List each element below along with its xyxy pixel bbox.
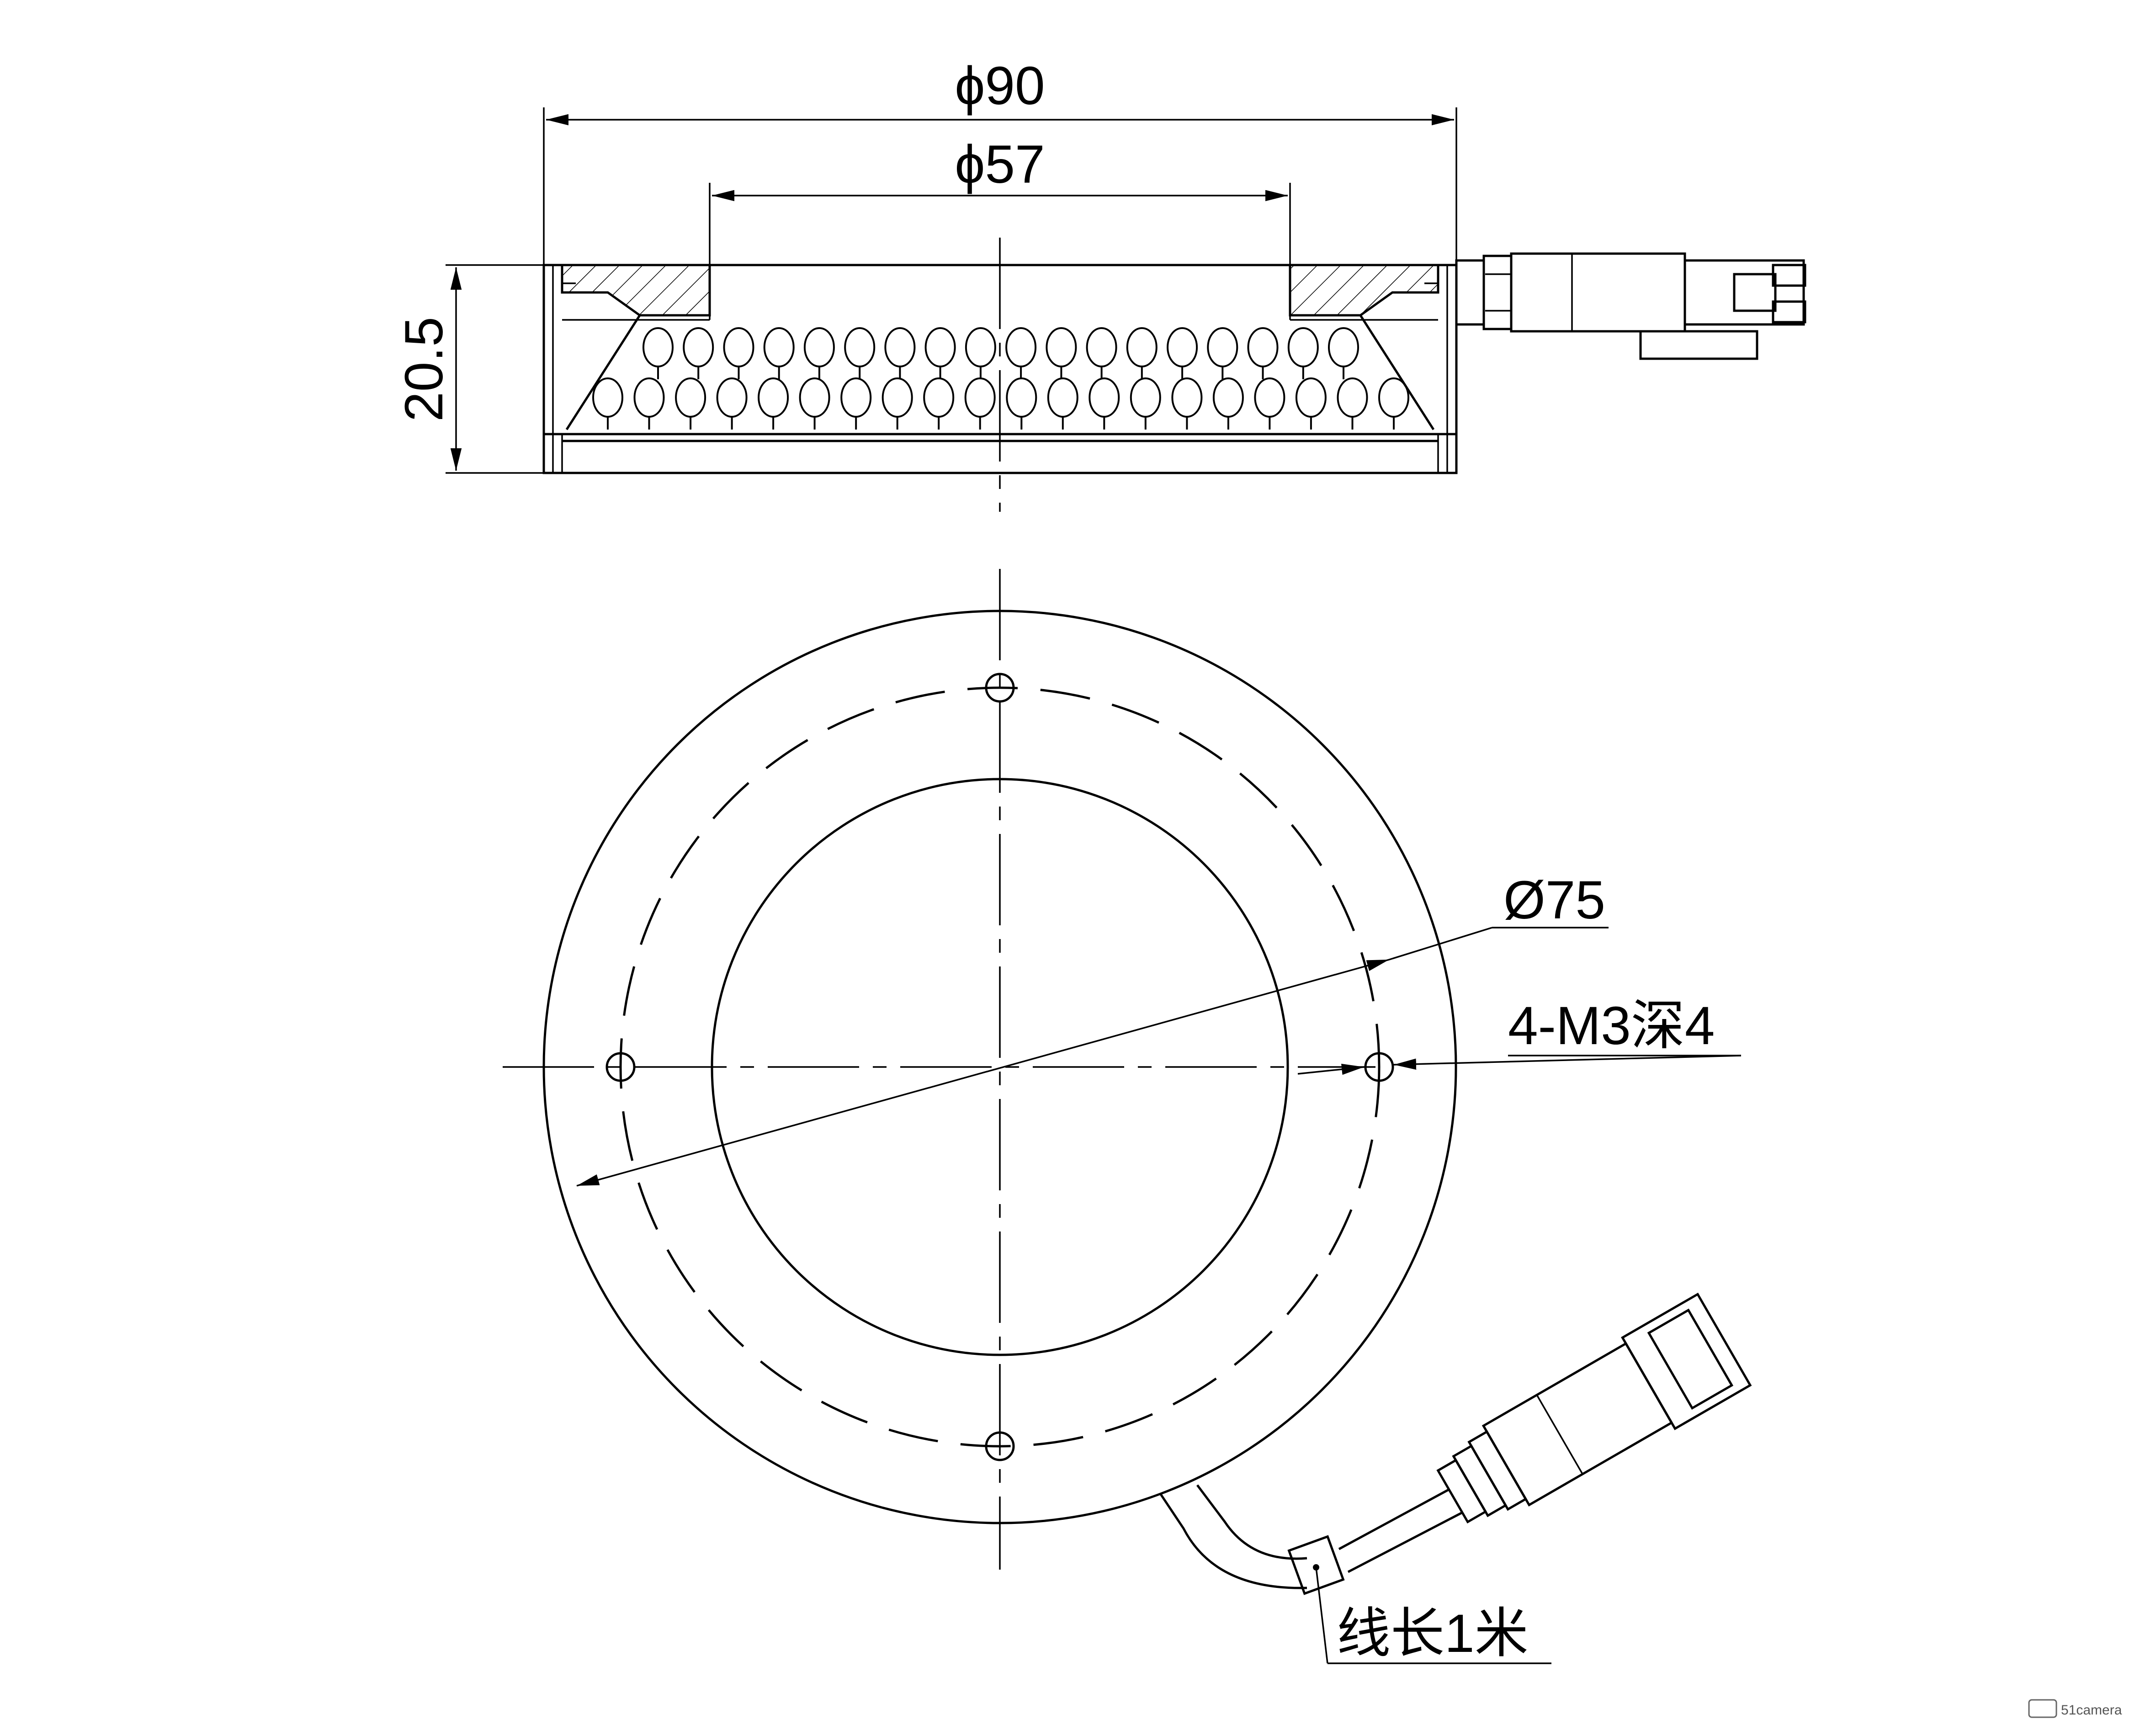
led (923, 377, 955, 418)
mount-hole-bottom (985, 1431, 1015, 1461)
led (1171, 377, 1203, 418)
inner-diameter-label: ϕ57 (955, 134, 1045, 195)
led (1328, 327, 1359, 367)
side-section-view: ϕ90 ϕ57 20.5 (394, 56, 1806, 512)
cable (1159, 1292, 1752, 1595)
top-view: Ø75 4-M3深4 线长1米 (503, 569, 1752, 1664)
height-label: 20.5 (394, 317, 454, 422)
watermark-logo: 51camera (2028, 1699, 2122, 1718)
led (1126, 327, 1158, 367)
led (1047, 377, 1078, 418)
led (723, 327, 754, 367)
mount-holes-leader (1393, 1055, 1742, 1070)
led (1207, 327, 1238, 367)
led (716, 377, 748, 418)
right-section-hatch (1289, 264, 1439, 317)
led (1254, 377, 1285, 418)
led (1295, 377, 1327, 418)
led (763, 327, 795, 367)
led (1005, 327, 1037, 367)
led (1046, 327, 1077, 367)
led-array (592, 327, 1409, 430)
watermark-text: 51camera (2061, 1703, 2122, 1718)
led (1006, 377, 1037, 418)
bolt-circle (619, 686, 1381, 1448)
led (882, 377, 913, 418)
cable-length-label: 线长1米 (1337, 1603, 1529, 1664)
bolt-circle-dimension-line (576, 959, 1390, 1187)
led (643, 327, 674, 367)
side-connector (1455, 252, 1806, 360)
led (592, 377, 623, 418)
led (924, 327, 956, 367)
led (683, 327, 714, 367)
led (633, 377, 665, 418)
led (1378, 377, 1409, 418)
led (799, 377, 830, 418)
mount-holes-label: 4-M3深4 (1508, 996, 1715, 1056)
led (1287, 327, 1319, 367)
led (965, 327, 996, 367)
led (1089, 377, 1120, 418)
mount-hole-top (985, 673, 1015, 703)
led (1130, 377, 1161, 418)
led (1167, 327, 1198, 367)
left-section-hatch (561, 264, 711, 317)
led (964, 377, 996, 418)
led (1247, 327, 1279, 367)
outer-diameter-label: ϕ90 (955, 56, 1045, 116)
led (844, 327, 876, 367)
led (884, 327, 916, 367)
cable-length-leader (1315, 1567, 1328, 1664)
led (1212, 377, 1244, 418)
led (803, 327, 835, 367)
led (840, 377, 872, 418)
led (675, 377, 706, 418)
led (1086, 327, 1117, 367)
led (758, 377, 789, 418)
led (1337, 377, 1368, 418)
bolt-circle-label: Ø75 (1503, 870, 1605, 930)
